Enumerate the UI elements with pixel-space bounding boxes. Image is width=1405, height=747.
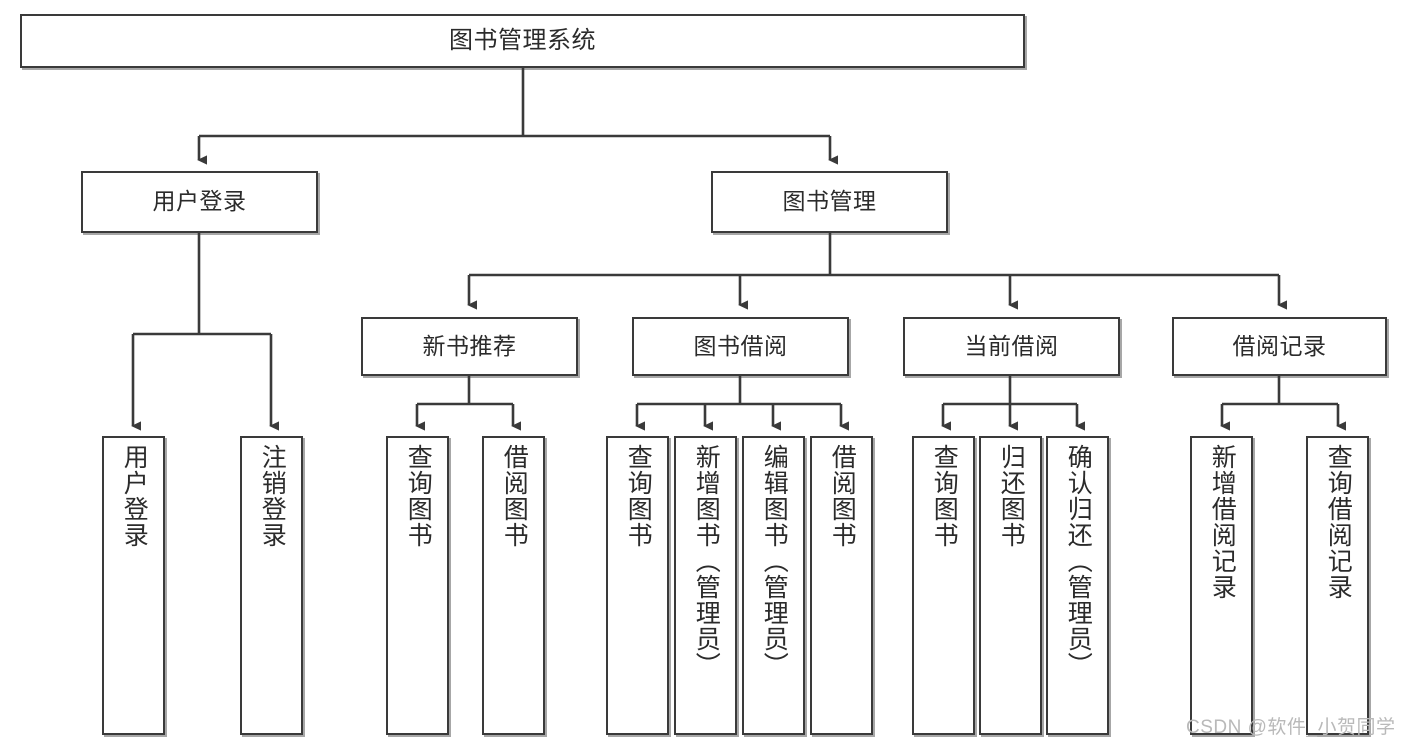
leaf-borrow-book-1[interactable]: 借阅图书 bbox=[482, 436, 545, 735]
leaf-borrow-book-2[interactable]: 借阅图书 bbox=[810, 436, 873, 735]
node-user-login[interactable]: 用户登录 bbox=[81, 171, 318, 233]
leaf-query-book-3-label: 查询图书 bbox=[930, 444, 959, 548]
node-current-borrow[interactable]: 当前借阅 bbox=[903, 317, 1120, 376]
node-current-borrow-label: 当前借阅 bbox=[964, 332, 1059, 359]
leaf-query-book-3[interactable]: 查询图书 bbox=[912, 436, 975, 735]
leaf-confirm-return-label: 确认归还（管理员） bbox=[1064, 444, 1093, 678]
node-book-borrow-label: 图书借阅 bbox=[693, 332, 788, 359]
leaf-edit-book-label: 编辑图书（管理员） bbox=[760, 444, 789, 678]
node-root-label: 图书管理系统 bbox=[449, 26, 596, 54]
leaf-query-book-2[interactable]: 查询图书 bbox=[606, 436, 669, 735]
leaf-query-book-1-label: 查询图书 bbox=[404, 444, 433, 548]
leaf-borrow-book-2-label: 借阅图书 bbox=[828, 444, 857, 548]
leaf-user-logout-label: 注销登录 bbox=[258, 444, 287, 548]
leaf-query-book-2-label: 查询图书 bbox=[624, 444, 653, 548]
node-book-manage-label: 图书管理 bbox=[782, 188, 877, 215]
node-new-book-rec[interactable]: 新书推荐 bbox=[361, 317, 578, 376]
leaf-return-book-label: 归还图书 bbox=[997, 444, 1026, 548]
leaf-query-record[interactable]: 查询借阅记录 bbox=[1306, 436, 1369, 735]
leaf-edit-book[interactable]: 编辑图书（管理员） bbox=[742, 436, 805, 735]
node-borrow-record[interactable]: 借阅记录 bbox=[1172, 317, 1387, 376]
leaf-add-record[interactable]: 新增借阅记录 bbox=[1190, 436, 1253, 735]
leaf-return-book[interactable]: 归还图书 bbox=[979, 436, 1042, 735]
node-user-login-label: 用户登录 bbox=[152, 188, 247, 215]
leaf-borrow-book-1-label: 借阅图书 bbox=[500, 444, 529, 548]
node-book-borrow[interactable]: 图书借阅 bbox=[632, 317, 849, 376]
csdn-watermark: CSDN @软件_小贺同学 bbox=[1186, 717, 1396, 738]
leaf-user-login[interactable]: 用户登录 bbox=[102, 436, 165, 735]
leaf-query-record-label: 查询借阅记录 bbox=[1324, 444, 1353, 600]
leaf-add-book[interactable]: 新增图书（管理员） bbox=[674, 436, 737, 735]
leaf-user-login-label: 用户登录 bbox=[120, 444, 149, 548]
leaf-query-book-1[interactable]: 查询图书 bbox=[386, 436, 449, 735]
node-new-book-rec-label: 新书推荐 bbox=[422, 332, 517, 359]
node-root[interactable]: 图书管理系统 bbox=[20, 14, 1025, 68]
leaf-add-record-label: 新增借阅记录 bbox=[1208, 444, 1237, 600]
leaf-user-logout[interactable]: 注销登录 bbox=[240, 436, 303, 735]
node-book-manage[interactable]: 图书管理 bbox=[711, 171, 948, 233]
leaf-confirm-return[interactable]: 确认归还（管理员） bbox=[1046, 436, 1109, 735]
leaf-add-book-label: 新增图书（管理员） bbox=[692, 444, 721, 678]
node-borrow-record-label: 借阅记录 bbox=[1232, 332, 1327, 359]
